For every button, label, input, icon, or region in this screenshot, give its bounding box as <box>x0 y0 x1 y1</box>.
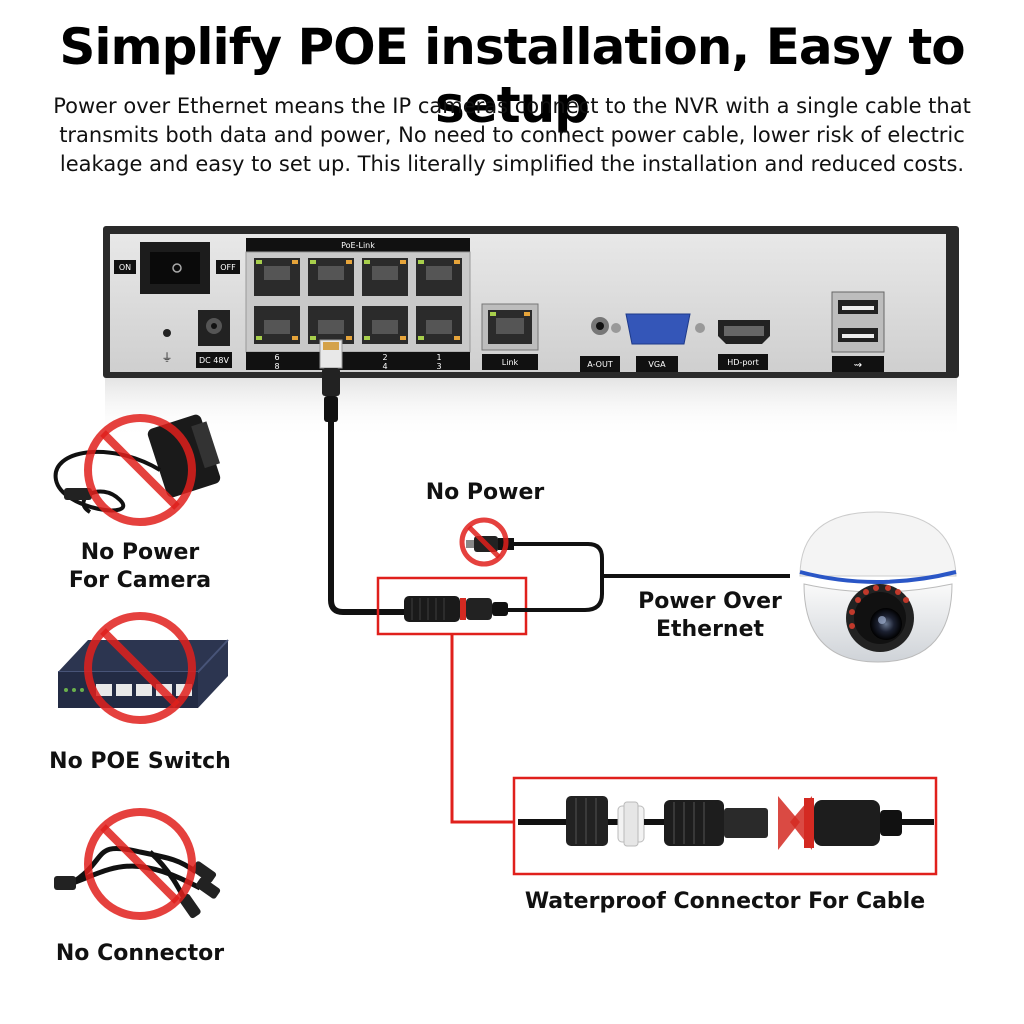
no-power-camera-label: No Power For Camera <box>68 540 212 593</box>
on-label: ON <box>119 263 131 272</box>
waterproof-label: Waterproof Connector For Cable <box>524 889 926 914</box>
port-number: 2 <box>382 353 387 362</box>
description-line: leakage and easy to set up. This literal… <box>59 152 965 176</box>
description-line: Power over Ethernet means the IP cameras… <box>53 94 971 118</box>
poe-label: Power Over Ethernet <box>638 589 782 642</box>
vga-port <box>625 313 691 345</box>
link-label: Link <box>502 358 519 367</box>
nvr-rear-panel: ON OFF ⏚ DC 48V PoE-Link <box>103 226 959 378</box>
aout-label: A-OUT <box>587 360 613 369</box>
port-number: 8 <box>274 362 279 371</box>
no-symbol-icon <box>459 517 509 567</box>
page-title: Simplify POE installation, Easy to setup <box>59 18 965 134</box>
waterproof-connector <box>518 796 934 850</box>
ethernet-plug <box>319 339 343 422</box>
port-number: 1 <box>436 353 441 362</box>
dc-label: DC 48V <box>199 356 229 365</box>
nvr-reflection <box>105 378 957 438</box>
callout-line <box>450 634 514 824</box>
description: Power over Ethernet means the IP cameras… <box>20 92 1004 179</box>
poe-cable <box>328 420 420 615</box>
no-symbol-icon <box>84 808 196 920</box>
no-symbol-icon <box>84 612 196 724</box>
vga-label: VGA <box>648 360 666 369</box>
ground-icon: ⏚ <box>162 351 173 364</box>
description-line: transmits both data and power, No need t… <box>59 123 965 147</box>
port-number: 3 <box>436 362 441 371</box>
screw-icon <box>163 329 171 337</box>
no-power-label: No Power <box>425 480 545 505</box>
pigtail-connector <box>404 596 508 622</box>
no-symbol-icon <box>84 414 196 526</box>
poe-link-label: PoE-Link <box>341 241 375 250</box>
waterproof-box <box>512 776 938 876</box>
hdport-label: HD-port <box>727 358 758 367</box>
port-number: 4 <box>382 362 387 371</box>
dome-camera <box>799 511 957 663</box>
no-poe-switch-label: No POE Switch <box>49 749 231 774</box>
arrow-icon <box>778 796 800 850</box>
poe-ports <box>254 258 462 344</box>
off-label: OFF <box>220 263 236 272</box>
port-number: 6 <box>274 353 279 362</box>
usb-icon: ⇝ <box>854 360 862 371</box>
no-connector-label: No Connector <box>55 941 225 966</box>
